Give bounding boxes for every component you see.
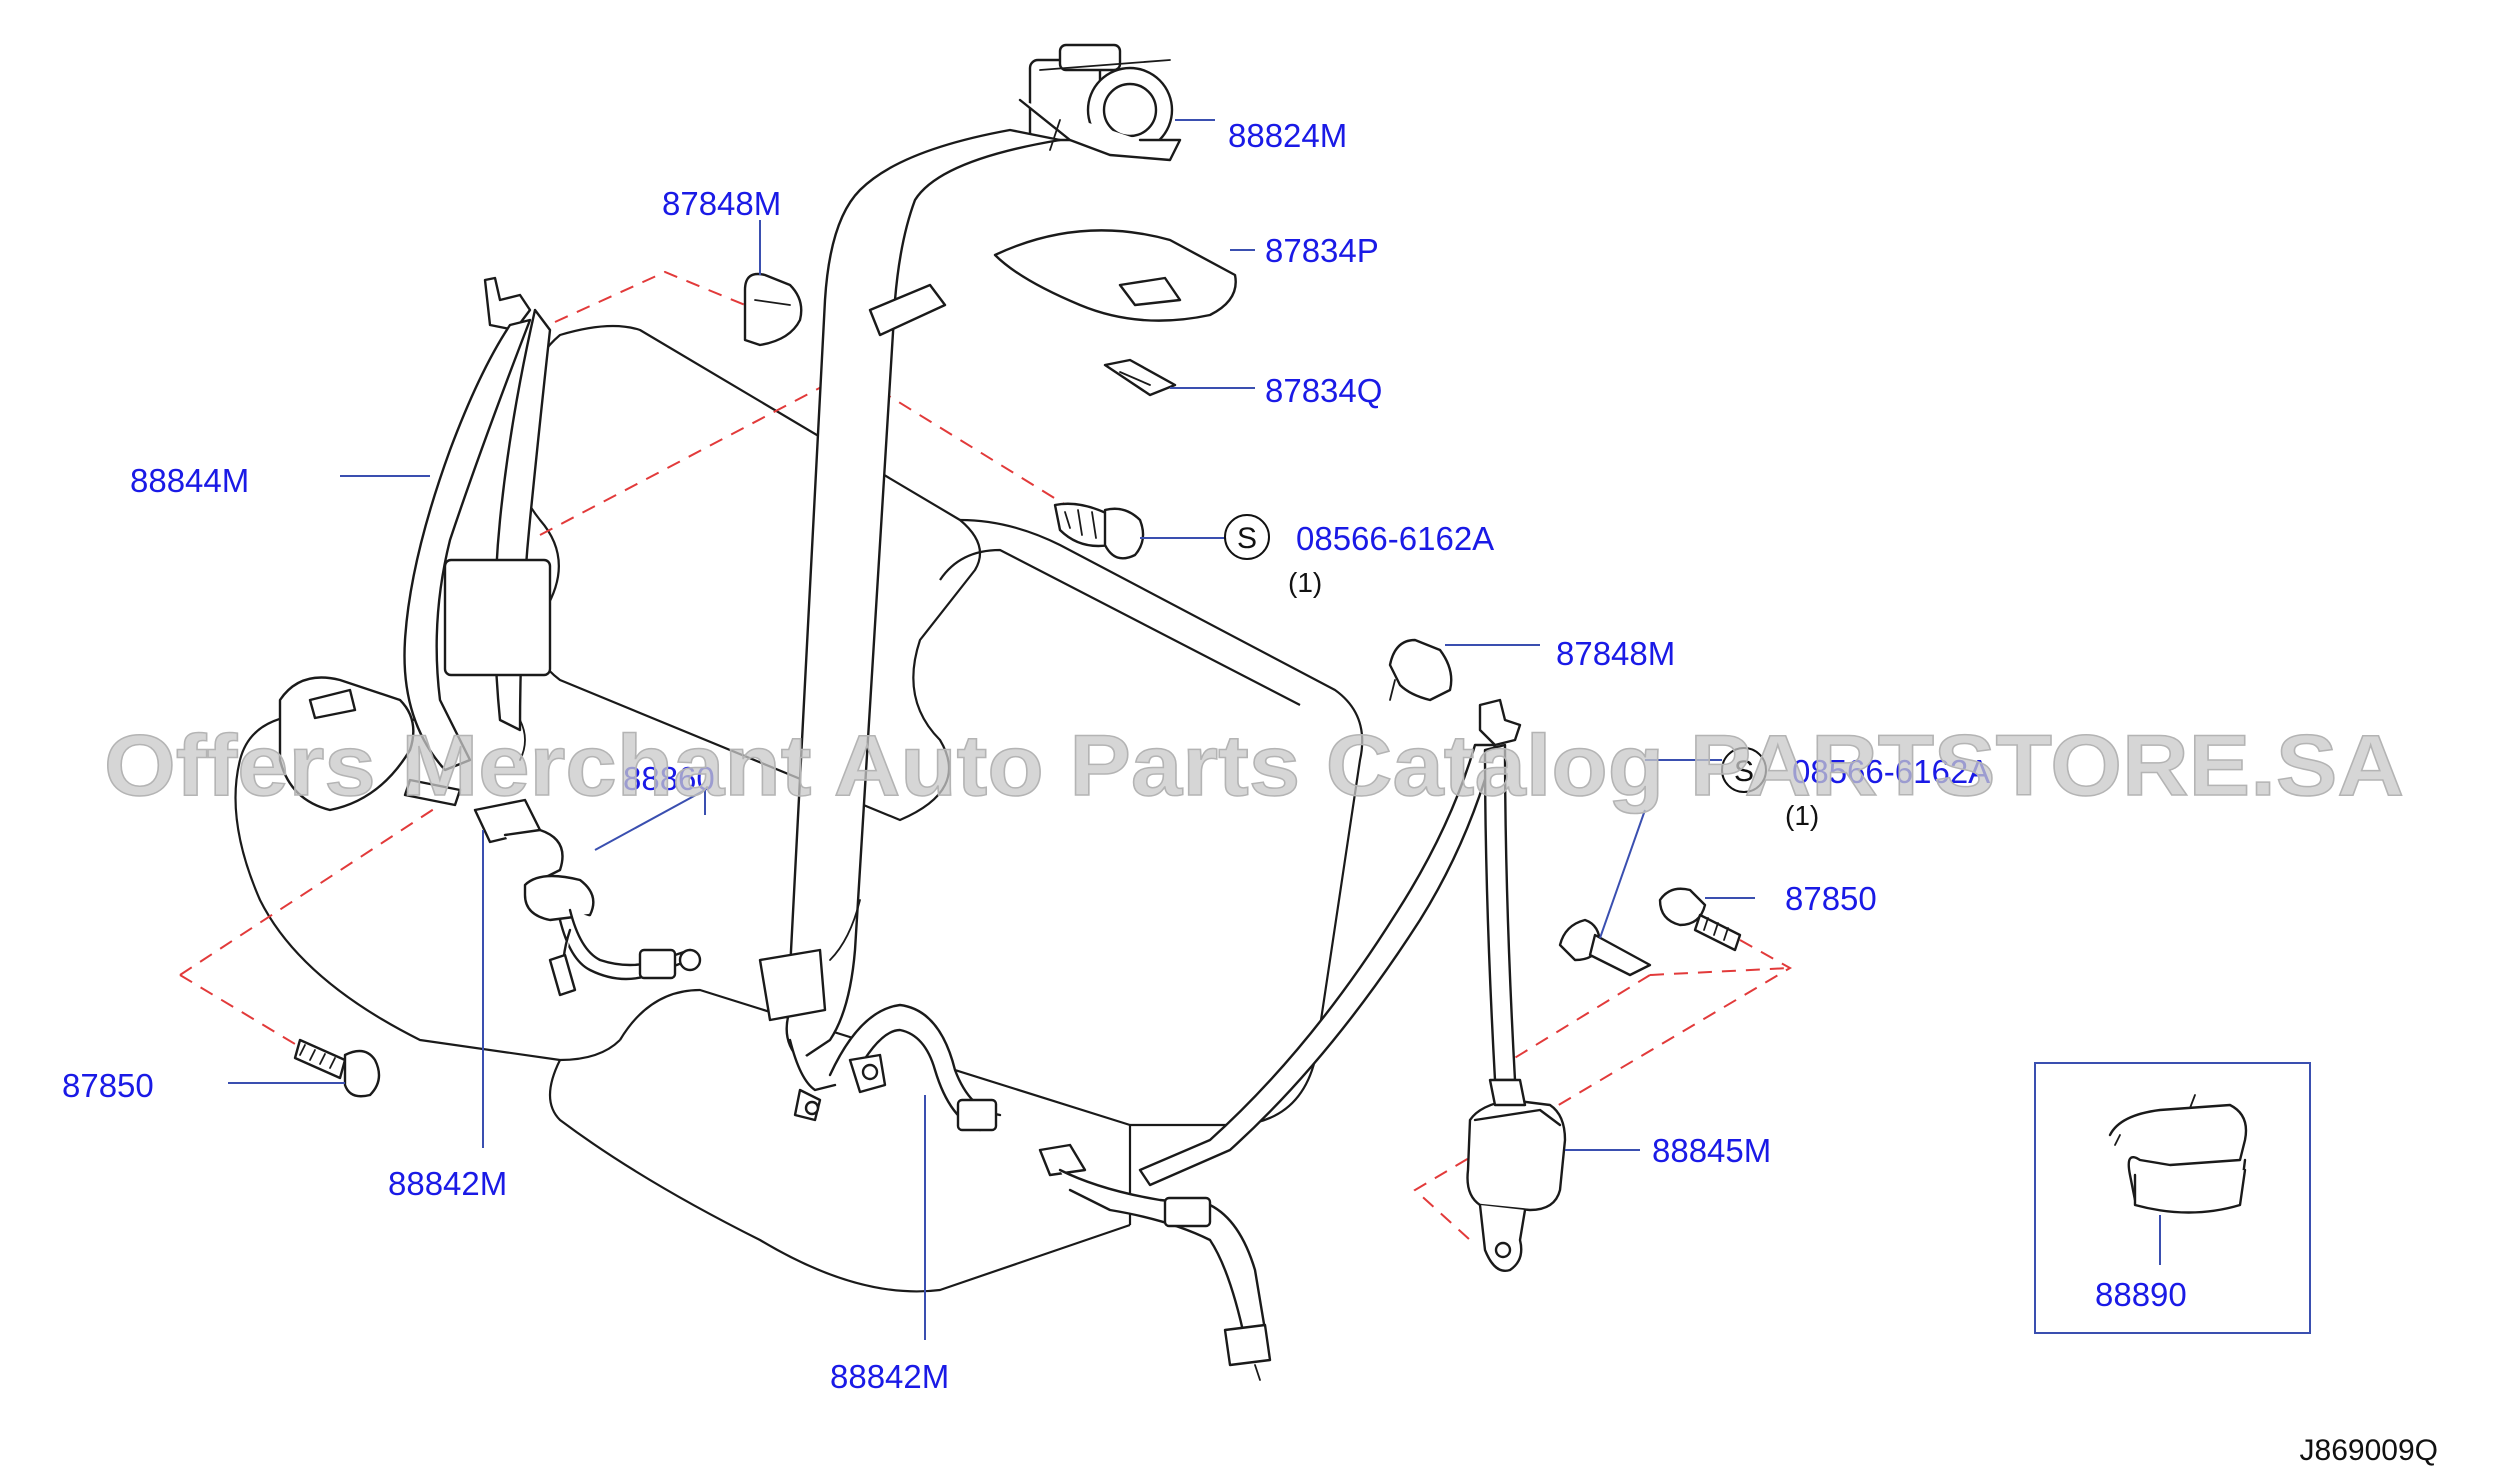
top-retractor-part	[1018, 43, 1182, 162]
quantity-top-bolt: (1)	[1288, 567, 1322, 598]
standard-part-marks: S S	[1224, 514, 1767, 793]
callout-88860: 88860	[623, 760, 715, 797]
watermark-text: Offers Merchant Auto Parts Catalog PARTS…	[104, 718, 2404, 814]
left-buckle-assembly	[473, 798, 702, 997]
callout-87834Q: 87834Q	[1265, 372, 1382, 409]
left-bolt-part	[293, 1038, 381, 1098]
callout-88890: 88890	[2095, 1276, 2187, 1313]
top-standard-bolt-part	[1053, 502, 1145, 560]
right-bolt-part	[1658, 887, 1742, 952]
standard-part-symbol-right: S	[1734, 755, 1754, 788]
trim-cover-part	[993, 229, 1237, 322]
center-buckle-assembly	[788, 1003, 1002, 1132]
standard-part-symbol-top: S	[1237, 522, 1257, 555]
right-cover-part	[1388, 638, 1453, 702]
callout-87834P: 87834P	[1265, 232, 1379, 269]
assembly-dash-lines	[179, 270, 1793, 1241]
figure-number: J869009Q	[2300, 1434, 2438, 1467]
callout-08566-6162A-top: 08566-6162A	[1296, 520, 1494, 557]
callout-87848M-top: 87848M	[662, 185, 781, 222]
standard-part-circle-top	[1224, 514, 1270, 560]
top-left-cover-part	[743, 272, 803, 347]
callout-88842M-bottom: 88842M	[830, 1358, 949, 1395]
left-belt-assembly	[278, 276, 552, 812]
part-callouts: 88824M 87848M 87834P 87834Q 88844M 08566…	[62, 117, 2187, 1395]
trim-clip-part	[1103, 358, 1177, 397]
callout-88845M: 88845M	[1652, 1132, 1771, 1169]
right-lower-webbing	[1038, 1143, 1272, 1381]
shoulder-belt-webbing	[758, 128, 1062, 1062]
inset-detail-box	[2034, 1062, 2311, 1334]
callout-88844M: 88844M	[130, 462, 249, 499]
callout-87850-right: 87850	[1785, 880, 1877, 917]
callout-88824M: 88824M	[1228, 117, 1347, 154]
right-standard-bolt-part	[1558, 918, 1652, 977]
standard-part-circle-right	[1721, 747, 1767, 793]
right-belt-assembly	[1138, 698, 1567, 1272]
callout-08566-6162A-right: 08566-6162A	[1792, 753, 1990, 790]
leader-lines	[228, 119, 2161, 1340]
callout-88842M-left: 88842M	[388, 1165, 507, 1202]
callout-87850-left: 87850	[62, 1067, 154, 1104]
callout-87848M-right: 87848M	[1556, 635, 1675, 672]
quantity-right-bolt: (1)	[1785, 800, 1819, 831]
